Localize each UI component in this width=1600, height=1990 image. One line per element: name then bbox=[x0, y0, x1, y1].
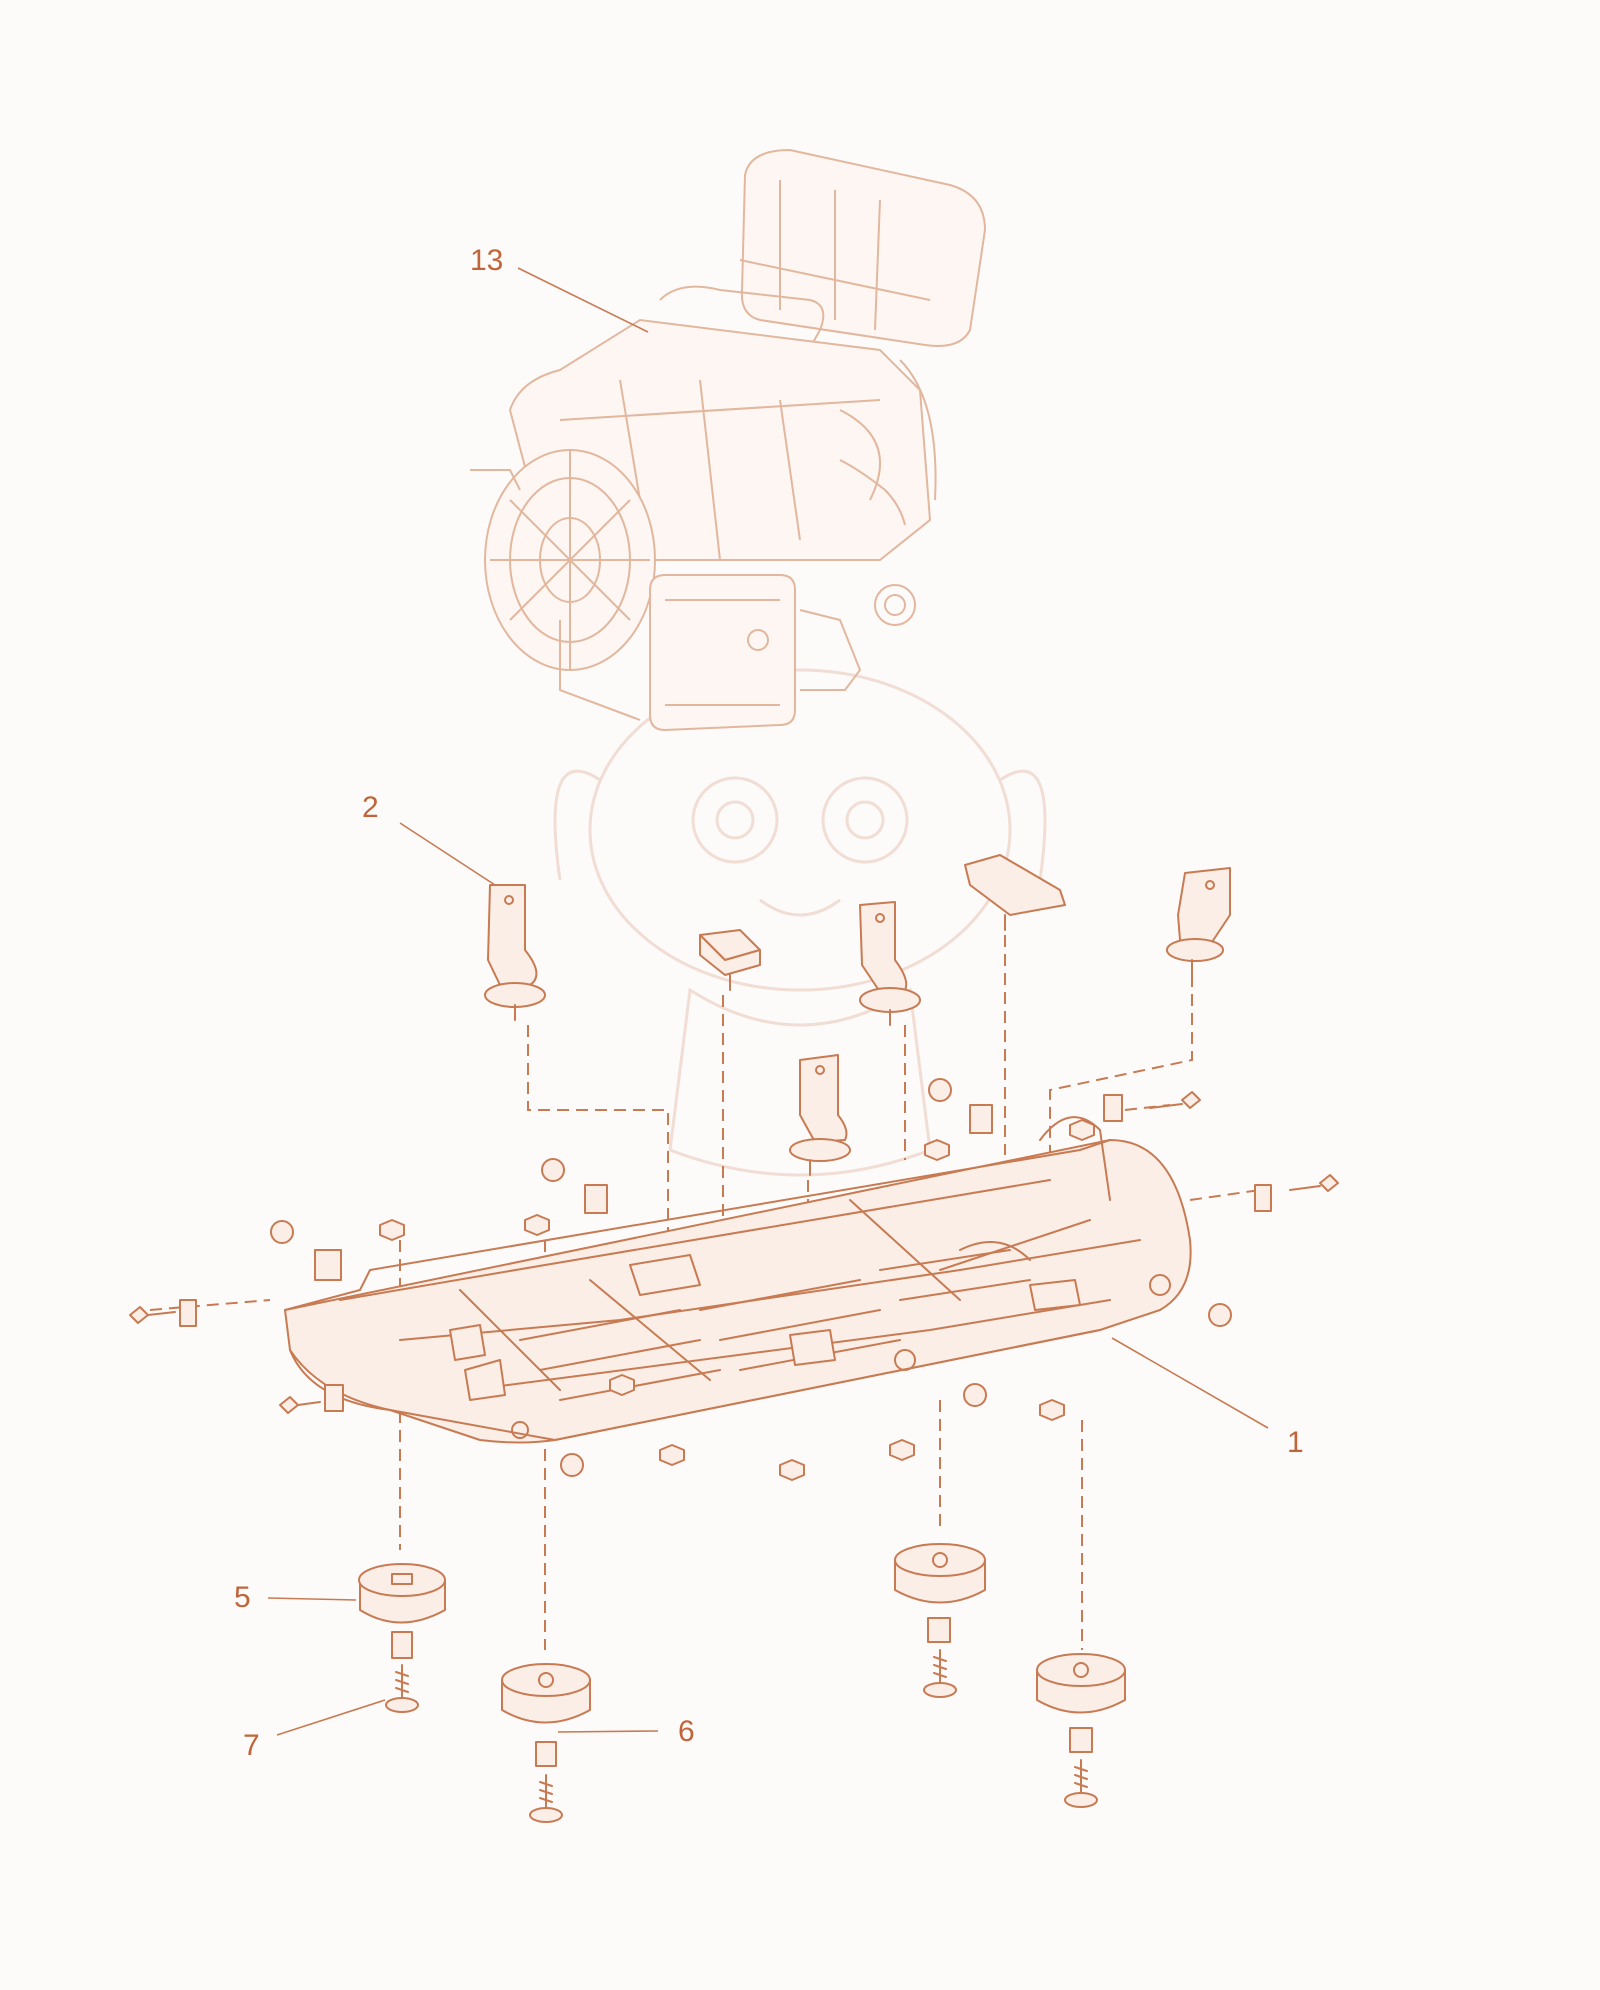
leader-7 bbox=[276, 1699, 386, 1736]
leader-2 bbox=[399, 822, 496, 886]
leader-13 bbox=[517, 267, 649, 333]
engine-mount-brackets bbox=[484, 854, 1231, 1176]
callout-6: 6 bbox=[678, 1715, 695, 1748]
vibration-mounts bbox=[358, 1543, 1126, 1823]
callout-2: 2 bbox=[362, 791, 379, 824]
callout-labels: 13 2 1 5 7 6 bbox=[234, 244, 1304, 1762]
leader-5 bbox=[267, 1597, 357, 1601]
leader-1 bbox=[1111, 1337, 1269, 1429]
callout-7: 7 bbox=[243, 1729, 260, 1762]
leader-6 bbox=[557, 1730, 659, 1733]
engine-assembly bbox=[470, 148, 987, 732]
callout-5: 5 bbox=[234, 1581, 251, 1614]
leader-lines bbox=[267, 267, 1269, 1736]
callout-13: 13 bbox=[470, 244, 503, 277]
callout-1: 1 bbox=[1287, 1426, 1304, 1459]
base-frame bbox=[284, 1116, 1192, 1444]
frame-hardware bbox=[129, 1078, 1339, 1481]
